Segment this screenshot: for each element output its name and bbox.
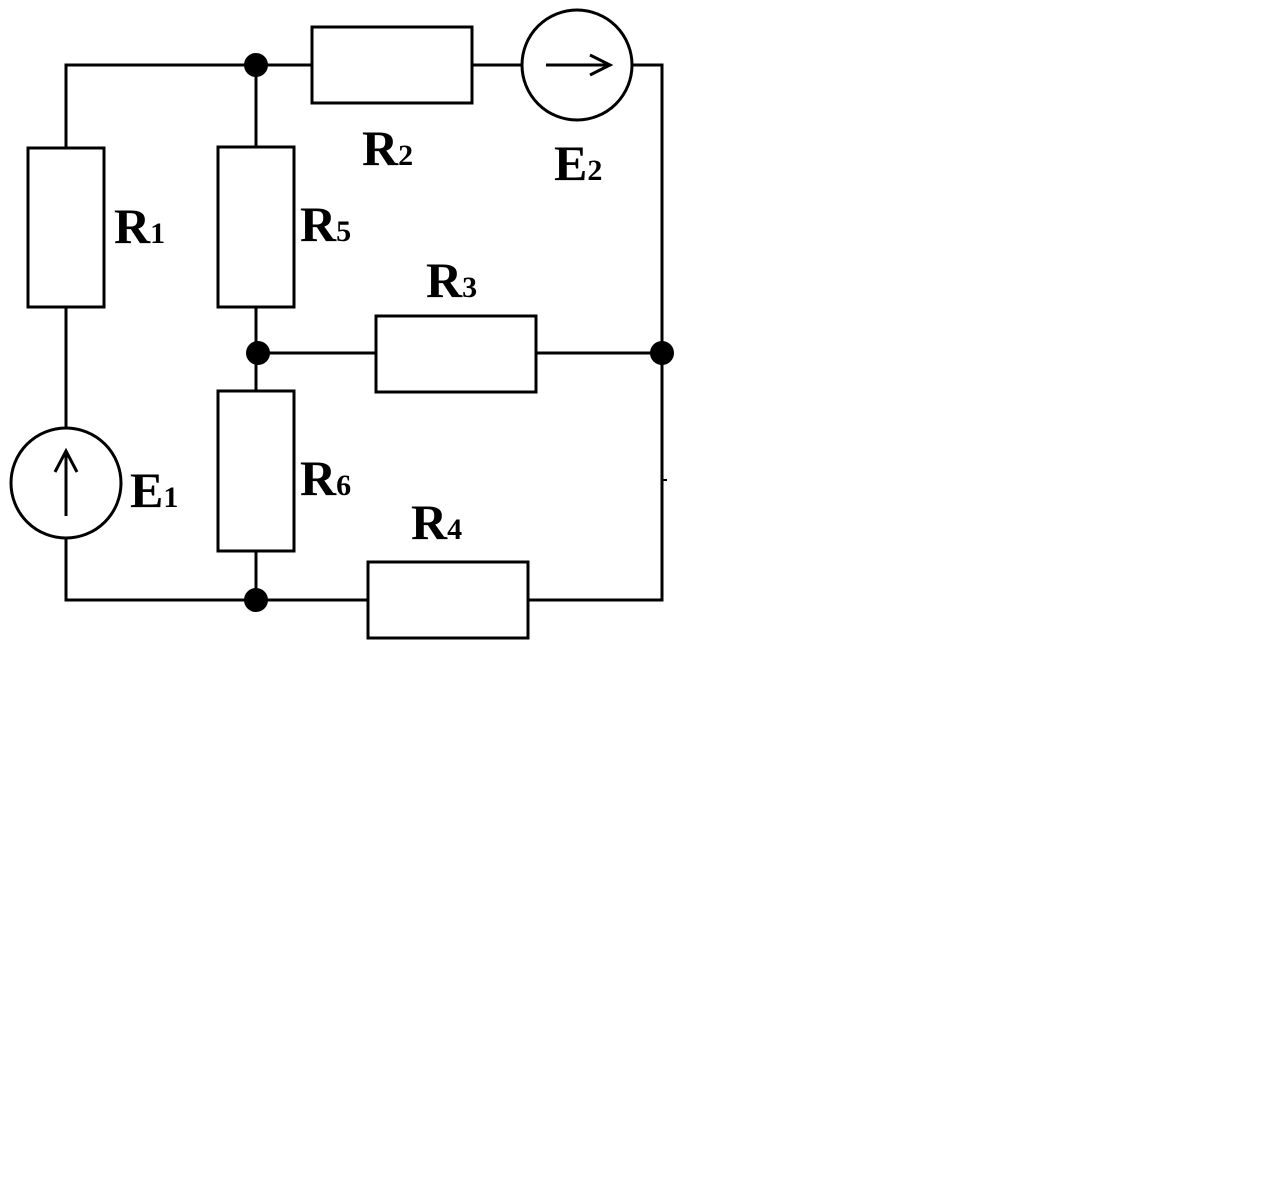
- label-r2: R2: [362, 120, 413, 176]
- source-e1: [9, 426, 123, 540]
- resistor-r5: [216, 145, 296, 309]
- label-e2: E2: [554, 135, 602, 191]
- resistor-r2: [310, 25, 474, 105]
- label-r5: R5: [300, 196, 351, 252]
- resistor-r3: [374, 314, 538, 394]
- source-e2: [520, 8, 634, 122]
- node-bottom: [244, 588, 268, 612]
- resistor-r4: [366, 560, 530, 640]
- label-e1: E1: [130, 462, 178, 518]
- arrow-right-head-icon: [589, 53, 614, 77]
- label-r6: R6: [300, 450, 351, 506]
- node-middle: [246, 341, 270, 365]
- wire-top-right: [528, 63, 664, 602]
- label-r3: R3: [426, 252, 477, 308]
- label-r4: R4: [411, 494, 462, 550]
- resistor-r1: [26, 146, 106, 309]
- node-top: [244, 53, 268, 77]
- node-right: [650, 341, 674, 365]
- wire-top-left: [64, 63, 312, 148]
- label-r1: R1: [114, 198, 165, 254]
- wires: [64, 63, 667, 602]
- arrow-up-head-icon: [53, 447, 79, 473]
- resistor-r6: [216, 389, 296, 553]
